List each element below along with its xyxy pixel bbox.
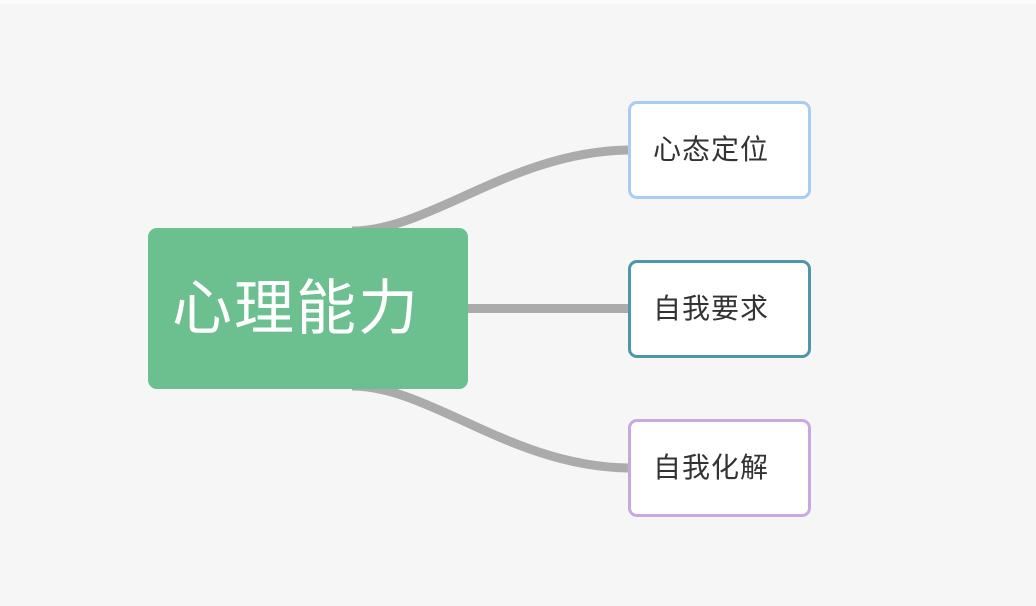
root-node-label: 心理能力 (172, 274, 420, 342)
connector-root-to-child-0 (351, 145, 629, 236)
mindmap-child-node-mindset[interactable]: 心态定位 (628, 101, 811, 199)
child-node-label: 自我要求 (653, 293, 770, 324)
mindmap-child-node-self-resolution[interactable]: 自我化解 (628, 419, 811, 517)
connector-root-to-child-2 (351, 381, 629, 473)
canvas-top-edge (0, 0, 1036, 4)
mindmap-child-node-self-demand[interactable]: 自我要求 (628, 260, 811, 358)
child-node-label: 心态定位 (653, 134, 770, 165)
child-node-label: 自我化解 (653, 452, 770, 483)
mindmap-root-node[interactable]: 心理能力 (148, 228, 468, 389)
